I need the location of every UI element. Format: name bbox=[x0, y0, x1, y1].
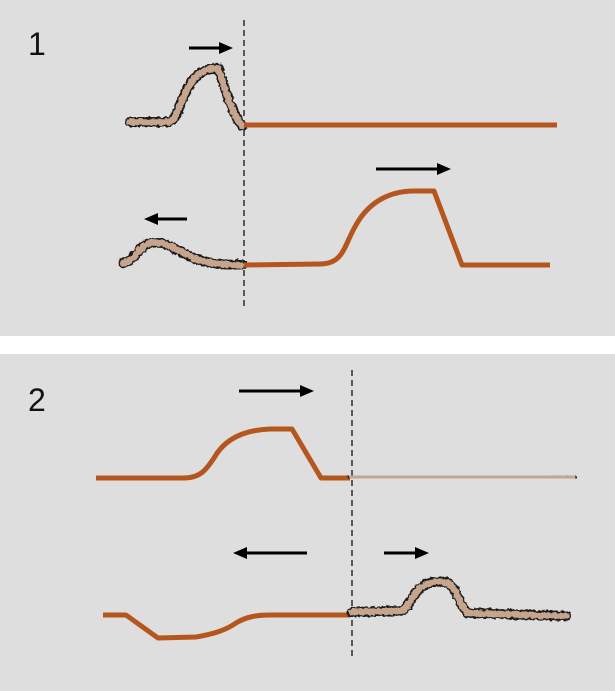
heavy-string-1-top bbox=[125, 63, 247, 131]
arrow-icon-left-1 bbox=[144, 213, 187, 225]
heavy-string-2-bottom bbox=[347, 576, 571, 621]
light-string-2-top bbox=[96, 426, 350, 481]
panel-1: 1 bbox=[0, 0, 615, 336]
panel-label-2: 2 bbox=[28, 382, 46, 418]
arrow-icon-right-4 bbox=[384, 547, 429, 559]
arrow-icon-right-1 bbox=[189, 42, 233, 54]
heavy-string-1-bottom bbox=[118, 237, 247, 270]
arrow-icon-right-3 bbox=[239, 385, 314, 397]
panel-label-1: 1 bbox=[28, 26, 46, 62]
heavy-string-2-top bbox=[347, 471, 577, 483]
arrow-icon-left-2 bbox=[233, 547, 307, 559]
light-string-2-bottom bbox=[103, 612, 350, 641]
arrow-icon-right-2 bbox=[376, 163, 451, 175]
light-string-1-bottom bbox=[243, 188, 550, 268]
panel-2: 2 bbox=[0, 354, 615, 691]
